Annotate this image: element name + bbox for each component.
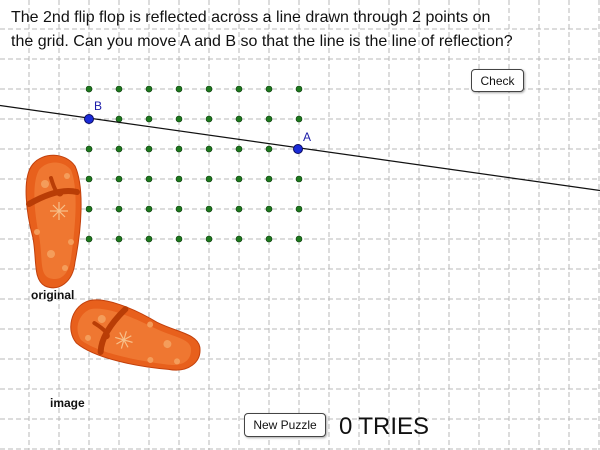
point-b[interactable]: [84, 114, 94, 124]
flip-flop-original: [25, 154, 82, 289]
point-a[interactable]: [293, 144, 303, 154]
grid-dot: [265, 145, 273, 153]
grid-dot: [175, 85, 183, 93]
tries-label: TRIES: [358, 413, 430, 440]
grid-dot: [295, 115, 303, 123]
grid-dot: [265, 175, 273, 183]
grid-dot: [85, 175, 93, 183]
grid-dot: [115, 235, 123, 243]
tries-count: 0: [339, 413, 353, 440]
dot-lattice: [85, 85, 303, 243]
grid-dot: [145, 205, 153, 213]
grid-dot: [235, 85, 243, 93]
grid-dot: [145, 145, 153, 153]
grid-dot: [235, 145, 243, 153]
original-label: original: [31, 288, 75, 302]
grid-dot: [235, 115, 243, 123]
grid-dot: [115, 145, 123, 153]
grid-dot: [175, 235, 183, 243]
grid-dot: [295, 205, 303, 213]
grid-dot: [265, 205, 273, 213]
grid-dot: [265, 115, 273, 123]
grid-dot: [175, 115, 183, 123]
grid-dot: [235, 235, 243, 243]
grid-dot: [295, 175, 303, 183]
grid-dot: [235, 175, 243, 183]
grid-dot: [205, 115, 213, 123]
instructions-line-2: the grid. Can you move A and B so that t…: [11, 33, 513, 50]
grid-dot: [295, 235, 303, 243]
grid-dot: [145, 85, 153, 93]
grid-dot: [295, 85, 303, 93]
new-puzzle-button[interactable]: New Puzzle: [244, 413, 326, 437]
image-label: image: [50, 396, 85, 410]
grid-dot: [115, 175, 123, 183]
grid-dot: [205, 175, 213, 183]
grid-dot: [85, 235, 93, 243]
grid-dot: [265, 235, 273, 243]
grid-dot: [175, 205, 183, 213]
grid-dot: [115, 205, 123, 213]
grid-dot: [175, 175, 183, 183]
grid-dot: [145, 235, 153, 243]
grid-dot: [205, 145, 213, 153]
grid-dot: [115, 115, 123, 123]
grid-dot: [205, 205, 213, 213]
check-button[interactable]: Check: [471, 69, 524, 92]
grid-dot: [265, 85, 273, 93]
instructions-line-1: The 2nd flip flop is reflected across a …: [11, 9, 491, 26]
grid-dot: [85, 85, 93, 93]
point-a-label: A: [303, 130, 312, 144]
instructions: The 2nd flip flop is reflected across a …: [11, 6, 571, 54]
grid-dot: [145, 175, 153, 183]
grid-dot: [175, 145, 183, 153]
grid-dot: [205, 85, 213, 93]
grid-dot: [85, 145, 93, 153]
grid-dot: [85, 205, 93, 213]
grid-dot: [205, 235, 213, 243]
point-b-label: B: [94, 99, 103, 113]
flip-flop-image: [70, 299, 201, 371]
grid-dot: [235, 205, 243, 213]
grid-dot: [145, 115, 153, 123]
grid-dot: [115, 85, 123, 93]
